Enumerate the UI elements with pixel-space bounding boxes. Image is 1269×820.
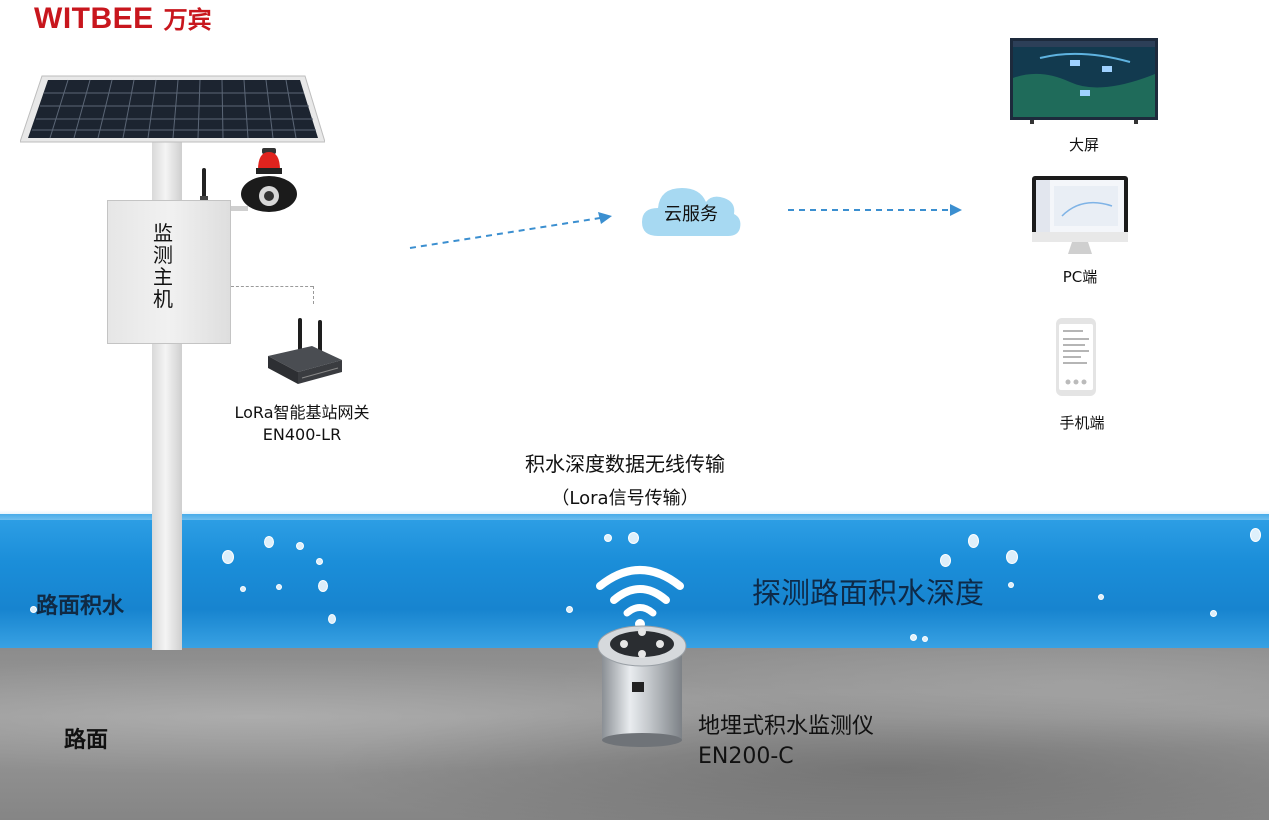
mobile-phone-icon <box>1056 318 1096 396</box>
transmission-subtitle: （Lora信号传输） <box>551 488 699 509</box>
client-label-pc: PC端 <box>1062 268 1098 286</box>
road-label: 路面 <box>64 728 109 753</box>
client-label-mobile: 手机端 <box>1059 414 1105 432</box>
gateway-connector-h <box>231 286 313 287</box>
cloud-icon <box>642 188 741 236</box>
gateway-model: EN400-LR <box>262 425 342 444</box>
sensor-model: EN200-C <box>698 744 794 769</box>
monitoring-host-label: 监 测 主 机 <box>153 221 173 311</box>
lora-gateway-icon <box>268 318 342 384</box>
brand-name-en: WITBEE <box>34 2 154 35</box>
arrow-to-clients-icon <box>788 204 962 216</box>
detect-depth-label: 探测路面积水深度 <box>752 576 985 610</box>
solar-panel-icon <box>20 75 325 143</box>
water-surface <box>0 510 1269 520</box>
water-sensor-icon <box>597 625 687 747</box>
water-bubbles <box>0 514 1269 650</box>
gateway-name: LoRa智能基站网关 <box>234 403 370 422</box>
monitoring-host-box <box>107 200 231 344</box>
sensor-name: 地埋式积水监测仪 <box>698 714 875 739</box>
antenna-icon <box>200 168 208 202</box>
sensor-label: 地埋式积水监测仪 EN200-C <box>698 712 874 772</box>
transmission-title: 积水深度数据无线传输 <box>525 452 725 476</box>
water-label: 路面积水 <box>36 594 125 619</box>
wifi-signal-icon <box>596 566 684 629</box>
brand-name-cn: 万宾 <box>163 6 212 34</box>
large-screen-icon <box>1010 38 1158 124</box>
cloud-label: 云服务 <box>664 204 718 225</box>
arrow-to-cloud-icon <box>409 212 612 249</box>
brand-logo: WITBEE 万宾 <box>34 0 212 35</box>
client-label-large-screen: 大屏 <box>1068 136 1099 154</box>
alarm-light-icon <box>228 148 297 212</box>
gateway-label: LoRa智能基站网关 EN400-LR <box>204 402 400 446</box>
gateway-connector-v <box>313 286 314 304</box>
desktop-monitor-icon <box>1032 176 1128 254</box>
